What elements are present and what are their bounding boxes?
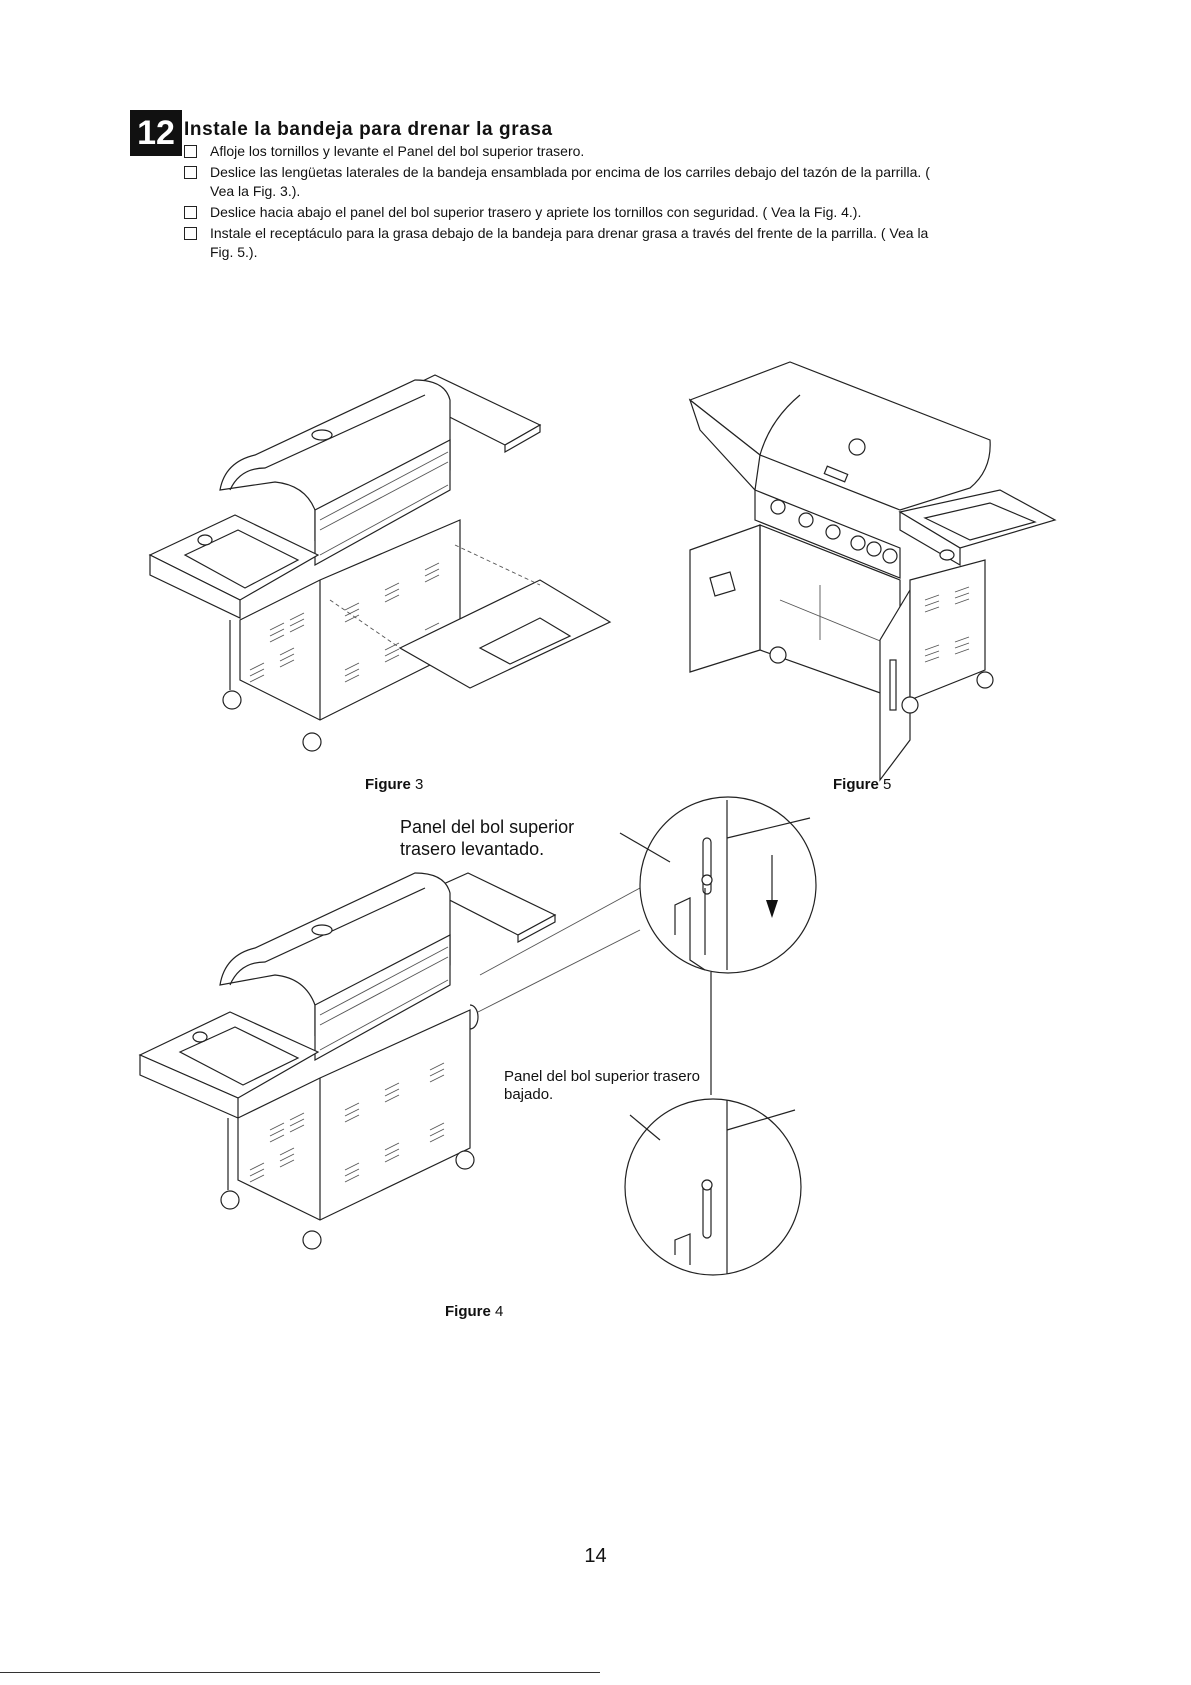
checkbox-icon	[184, 166, 197, 179]
figure-label: Figure	[365, 776, 411, 793]
checkbox-icon	[184, 145, 197, 158]
instruction-text: Deslice las lengüetas laterales de la ba…	[210, 164, 930, 199]
instruction-text: Deslice hacia abajo el panel del bol sup…	[210, 204, 862, 220]
figure-5-caption: Figure 5	[833, 776, 891, 793]
figure-number: 5	[883, 776, 892, 793]
instruction-text: Afloje los tornillos y levante el Panel …	[210, 143, 585, 159]
checkbox-icon	[184, 227, 197, 240]
figure-label: Figure	[833, 776, 879, 793]
instruction-item: Instale el receptáculo para la grasa deb…	[184, 224, 944, 262]
step-number-badge: 12	[130, 110, 182, 156]
instruction-text: Instale el receptáculo para la grasa deb…	[210, 225, 929, 260]
callout-panel-lowered: Panel del bol superior trasero bajado.	[504, 1068, 700, 1103]
checkbox-icon	[184, 206, 197, 219]
down-arrow-icon	[766, 900, 778, 918]
figure-3-caption: Figure 3	[365, 776, 423, 793]
figure-number: 3	[415, 776, 424, 793]
step-title: Instale la bandeja para drenar la grasa	[184, 119, 553, 140]
footer-rule	[0, 1672, 600, 1673]
figure-number: 4	[495, 1303, 504, 1320]
instruction-item: Deslice las lengüetas laterales de la ba…	[184, 163, 944, 201]
figure-label: Figure	[445, 1303, 491, 1320]
figure-4-caption: Figure 4	[445, 1303, 503, 1320]
page-number: 14	[584, 1545, 607, 1567]
callout-panel-raised: Panel del bol superior trasero levantado…	[400, 817, 575, 859]
instruction-list: Afloje los tornillos y levante el Panel …	[184, 142, 944, 264]
instruction-item: Afloje los tornillos y levante el Panel …	[184, 142, 944, 161]
instruction-item: Deslice hacia abajo el panel del bol sup…	[184, 203, 944, 222]
